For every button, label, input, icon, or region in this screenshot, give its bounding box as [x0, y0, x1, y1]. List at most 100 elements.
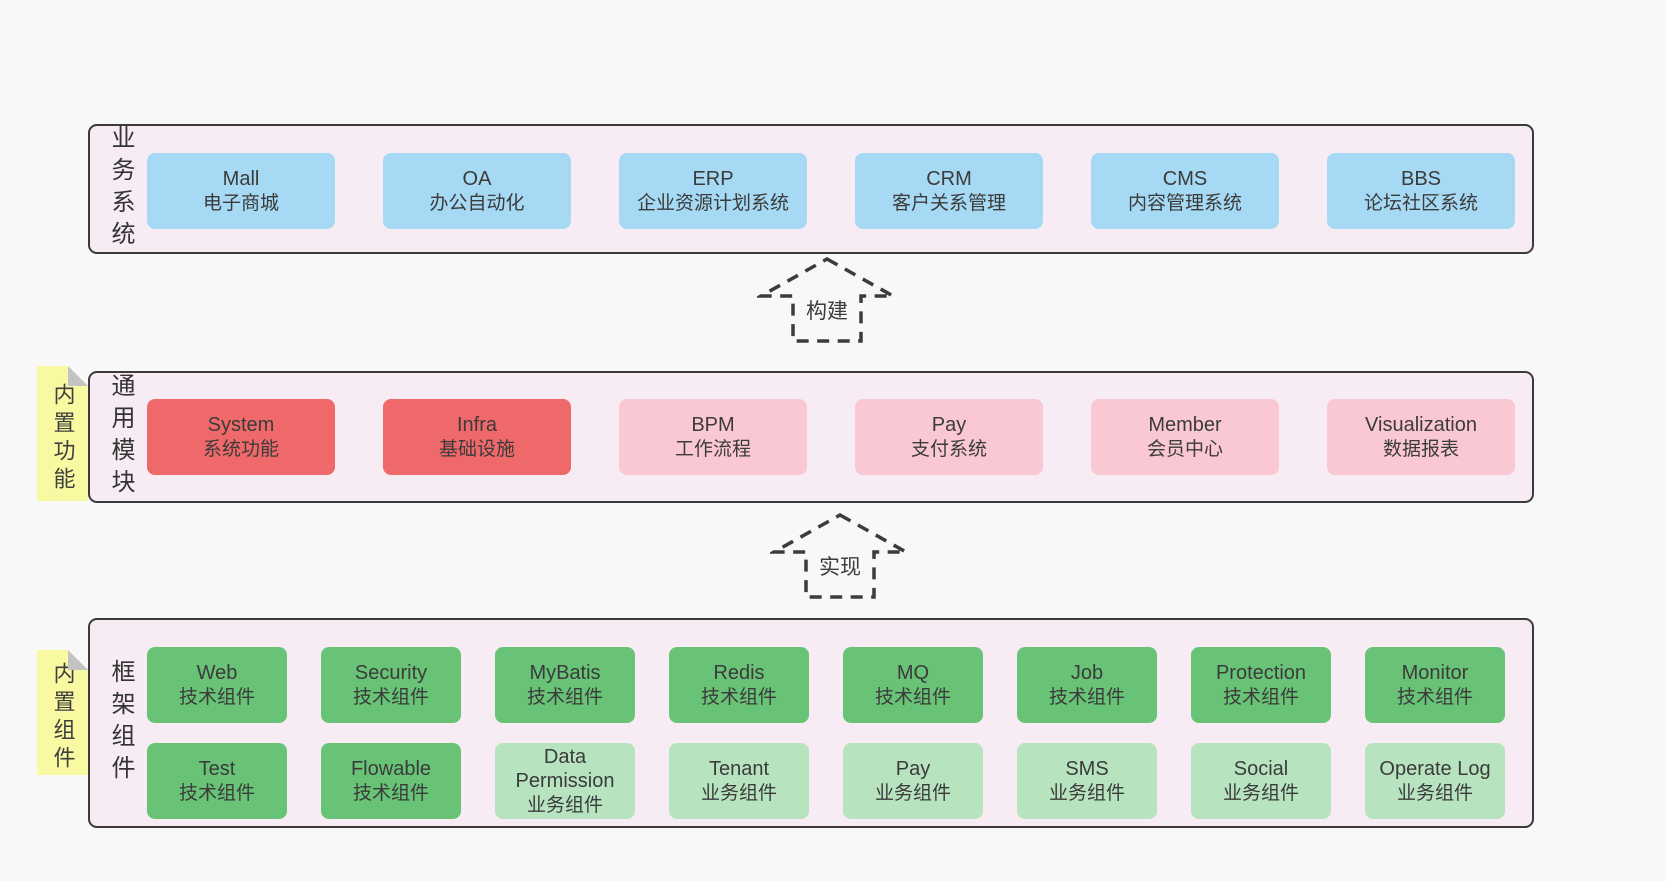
box-title: CRM: [926, 168, 972, 191]
band-framework-components: 框架组件 Web 技术组件 Security 技术组件 MyBatis 技术组件…: [88, 618, 1534, 828]
sticky-note-builtin-components: 内置组件: [37, 650, 88, 775]
box-subtitle: 工作流程: [674, 438, 751, 460]
box-mall: Mall 电子商城: [147, 153, 335, 229]
box-tenant: Tenant 业务组件: [669, 743, 809, 819]
box-web: Web 技术组件: [147, 647, 287, 723]
box-data-permission: Data Permission 业务组件: [495, 743, 635, 819]
box-title: Visualization: [1365, 414, 1477, 437]
box-subtitle: 技术组件: [700, 686, 777, 708]
folded-corner-icon: [68, 366, 88, 386]
box-mq: MQ 技术组件: [843, 647, 983, 723]
box-subtitle: 业务组件: [1048, 782, 1125, 804]
box-infra: Infra 基础设施: [383, 399, 571, 475]
box-subtitle: 技术组件: [178, 686, 255, 708]
box-title: Protection: [1215, 662, 1307, 685]
box-title: Monitor: [1401, 662, 1469, 685]
band-side-label: 框架组件: [107, 659, 134, 787]
box-subtitle: 业务组件: [874, 782, 951, 804]
build-arrow-icon: 构建: [757, 256, 897, 343]
box-visualization: Visualization 数据报表: [1327, 399, 1515, 475]
box-title: ERP: [692, 168, 734, 191]
band-common-modules: 通用模块 System 系统功能 Infra 基础设施 BPM 工作流程 Pay…: [88, 371, 1534, 503]
box-bpm: BPM 工作流程: [619, 399, 807, 475]
box-title: Operate Log: [1379, 758, 1491, 781]
box-subtitle: 业务组件: [1222, 782, 1299, 804]
box-test: Test 技术组件: [147, 743, 287, 819]
box-subtitle: 基础设施: [438, 438, 515, 460]
box-title: Pay: [931, 414, 967, 437]
box-subtitle: 会员中心: [1146, 438, 1223, 460]
box-subtitle: 内容管理系统: [1127, 192, 1242, 214]
box-security: Security 技术组件: [321, 647, 461, 723]
box-bbs: BBS 论坛社区系统: [1327, 153, 1515, 229]
box-subtitle: 客户关系管理: [891, 192, 1006, 214]
box-subtitle: 电子商城: [202, 192, 279, 214]
box-title: Flowable: [350, 758, 432, 781]
box-subtitle: 技术组件: [1048, 686, 1125, 708]
box-subtitle: 技术组件: [1222, 686, 1299, 708]
box-title: Web: [196, 662, 238, 685]
box-subtitle: 业务组件: [1396, 782, 1473, 804]
box-job: Job 技术组件: [1017, 647, 1157, 723]
box-subtitle: 支付系统: [910, 438, 987, 460]
box-flowable: Flowable 技术组件: [321, 743, 461, 819]
box-subtitle: 办公自动化: [429, 192, 525, 214]
box-subtitle: 技术组件: [352, 686, 429, 708]
box-title: Member: [1148, 414, 1222, 437]
box-operate-log: Operate Log 业务组件: [1365, 743, 1505, 819]
band-business-systems: 业务系统 Mall 电子商城 OA 办公自动化 ERP 企业资源计划系统 CRM…: [88, 124, 1534, 254]
box-subtitle: 技术组件: [526, 686, 603, 708]
box-cms: CMS 内容管理系统: [1091, 153, 1279, 229]
box-redis: Redis 技术组件: [669, 647, 809, 723]
box-subtitle: 企业资源计划系统: [636, 192, 789, 214]
box-title: Infra: [456, 414, 498, 437]
box-title: MyBatis: [529, 662, 601, 685]
box-subtitle: 技术组件: [352, 782, 429, 804]
box-pay: Pay 支付系统: [855, 399, 1043, 475]
box-erp: ERP 企业资源计划系统: [619, 153, 807, 229]
box-oa: OA 办公自动化: [383, 153, 571, 229]
box-title: BBS: [1400, 168, 1442, 191]
folded-corner-icon: [68, 650, 88, 670]
box-title: Data Permission: [515, 746, 615, 793]
box-title: Tenant: [708, 758, 770, 781]
box-subtitle: 技术组件: [1396, 686, 1473, 708]
box-title: SMS: [1065, 758, 1109, 781]
arrow-label: 构建: [806, 300, 848, 323]
box-title: Social: [1233, 758, 1289, 781]
band-side-label: 业务系统: [107, 125, 134, 253]
box-title: OA: [462, 168, 492, 191]
box-title: Security: [354, 662, 428, 685]
box-title: System: [207, 414, 275, 437]
box-crm: CRM 客户关系管理: [855, 153, 1043, 229]
box-title: Redis: [713, 662, 765, 685]
arrow-label: 实现: [819, 556, 861, 579]
band-side-label: 通用模块: [107, 373, 134, 501]
box-member: Member 会员中心: [1091, 399, 1279, 475]
box-title: Test: [198, 758, 236, 781]
box-mybatis: MyBatis 技术组件: [495, 647, 635, 723]
box-social: Social 业务组件: [1191, 743, 1331, 819]
box-system: System 系统功能: [147, 399, 335, 475]
box-subtitle: 技术组件: [178, 782, 255, 804]
box-sms: SMS 业务组件: [1017, 743, 1157, 819]
note-label: 内置组件: [50, 661, 76, 774]
box-pay-business: Pay 业务组件: [843, 743, 983, 819]
box-title: BPM: [691, 414, 735, 437]
box-title: MQ: [896, 662, 930, 685]
box-subtitle: 系统功能: [202, 438, 279, 460]
implement-arrow-icon: 实现: [770, 512, 910, 599]
box-subtitle: 论坛社区系统: [1363, 192, 1478, 214]
box-subtitle: 技术组件: [874, 686, 951, 708]
box-title: Mall: [222, 168, 260, 191]
box-title: Pay: [895, 758, 931, 781]
box-subtitle: 数据报表: [1382, 438, 1459, 460]
sticky-note-builtin-features: 内置功能: [37, 366, 88, 501]
box-protection: Protection 技术组件: [1191, 647, 1331, 723]
box-title: CMS: [1162, 168, 1208, 191]
box-subtitle: 业务组件: [700, 782, 777, 804]
note-label: 内置功能: [50, 382, 76, 495]
box-monitor: Monitor 技术组件: [1365, 647, 1505, 723]
box-title: Job: [1070, 662, 1104, 685]
